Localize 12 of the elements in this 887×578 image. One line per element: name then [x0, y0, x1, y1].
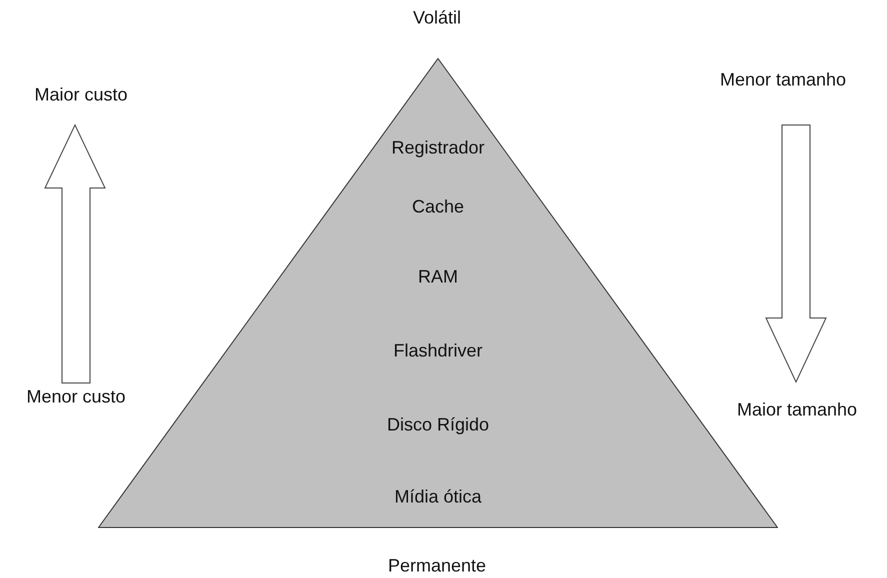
axis-label: Permanente	[388, 556, 486, 576]
axis-label: Maior tamanho	[736, 400, 858, 420]
axis-label: Menor tamanho	[720, 70, 846, 90]
level-label: Flashdriver	[393, 340, 483, 362]
level-label: Mídia ótica	[394, 486, 482, 508]
level-label: RAM	[418, 266, 458, 288]
axis-label: Volátil	[412, 8, 462, 28]
axis-label: Maior custo	[34, 84, 128, 106]
level-label: Disco Rígido	[386, 414, 490, 436]
level-label: Registrador	[391, 138, 485, 158]
level-label: Cache	[412, 196, 464, 218]
axis-label: Menor custo	[26, 386, 126, 408]
